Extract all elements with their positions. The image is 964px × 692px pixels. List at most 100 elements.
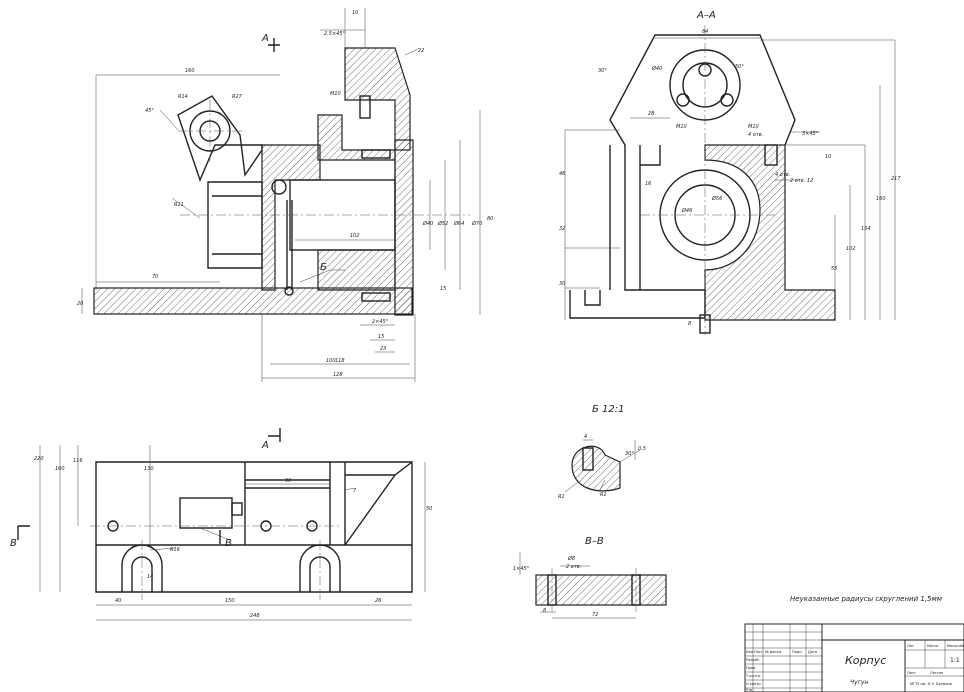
front-lever-arm — [177, 95, 263, 182]
section-vv-title: В–В — [585, 536, 604, 547]
dim-plan-8: 40 — [115, 598, 121, 604]
dim-detail-2: 0,5 — [638, 446, 646, 452]
detail-b-body — [571, 445, 621, 492]
dim-front-12: Ø64 — [453, 220, 464, 227]
dim-section-14: 32 — [559, 226, 565, 232]
tb-header-0: Изм — [746, 650, 753, 654]
tb-header-4: Дата — [808, 650, 817, 654]
aa-left-outline — [569, 34, 706, 319]
tb-role-2: Т.контр. — [745, 674, 761, 678]
plan-view: 220 160 116 130 50 7 R16 14 40 150 26 24… — [10, 428, 432, 621]
front-body-left-wall — [261, 144, 321, 291]
tb-sheets-label: Листов — [930, 671, 943, 675]
dim-front-5: 10 — [352, 10, 358, 16]
dim-front-4: 45° — [145, 108, 154, 114]
dim-plan-12: 90 — [285, 478, 291, 484]
tb-org: МГТУ им. Н.Э. Баумана — [910, 682, 952, 686]
cut-plane-a-bottom — [268, 428, 281, 442]
plan-outline — [95, 461, 413, 593]
dim-section-2: 50° — [735, 64, 744, 70]
dim-section-13: 46 — [559, 171, 565, 177]
dim-front-16: 118 — [335, 358, 345, 364]
dim-vv-2: 2 отв. — [566, 564, 581, 570]
dim-plan-11: 248 — [250, 613, 260, 619]
front-right-flange — [394, 139, 414, 316]
dim-front-9: M10 — [330, 91, 341, 97]
cut-v-left-label: В — [10, 538, 17, 549]
dim-detail-4: R1 — [600, 492, 607, 498]
cut-a-bottom-label: А — [261, 440, 269, 451]
dim-detail-3: R1 — [558, 494, 565, 500]
dim-plan-10: 26 — [375, 598, 381, 604]
dim-section-6: Ø46 — [681, 207, 692, 214]
plan-boss — [179, 497, 233, 529]
tb-role-3: Н.контр. — [746, 682, 762, 686]
dim-section-8: M10 — [748, 124, 759, 130]
dim-vv-0: 1×45° — [513, 566, 530, 572]
dim-front-3: R27 — [232, 94, 243, 100]
dim-front-7: 22 — [418, 48, 424, 54]
tb-header-2: № докум. — [765, 650, 782, 654]
dim-vv-1: Ø8 — [567, 555, 575, 562]
dim-front-8: R11 — [174, 202, 184, 208]
section-aa-view: А–А — [559, 10, 901, 335]
dim-section-7: Ø56 — [711, 195, 722, 202]
cut-v-right-label: В — [225, 538, 232, 549]
dim-plan-9: 150 — [225, 598, 235, 604]
dim-plan-7: 14 — [147, 574, 153, 580]
dim-section-12: 16 — [645, 181, 651, 187]
tb-right-1: Масса — [927, 644, 938, 648]
dim-front-15: 102 — [350, 233, 360, 239]
dim-section-4: 28 — [648, 111, 654, 117]
dim-section-22: 4 отв. — [775, 172, 790, 178]
dim-plan-4: 50 — [426, 506, 432, 512]
dim-front-11: Ø52 — [437, 220, 448, 227]
front-top-boss — [344, 47, 411, 151]
dim-section-17: 160 — [876, 196, 886, 202]
dim-section-23: 2 отв. 12 — [790, 178, 813, 184]
dim-section-10: 3×45° — [802, 131, 819, 137]
dim-section-16: 217 — [891, 176, 901, 182]
dim-plan-3: 130 — [144, 466, 154, 472]
dim-section-0: 84 — [702, 29, 708, 35]
dim-front-17: 128 — [333, 372, 343, 378]
tb-role-1: Пров. — [746, 666, 756, 670]
detail-b-view: Б 12:1 4 30° 0,5 R1 R1 — [558, 404, 646, 500]
tb-material: Чугун — [850, 679, 868, 686]
vv-plate — [535, 574, 667, 606]
dim-front-19: 20 — [77, 301, 83, 307]
section-aa-title: А–А — [696, 10, 716, 21]
dim-front-10: Ø40 — [422, 220, 433, 227]
dim-section-20: 55 — [831, 266, 837, 272]
dim-plan-0: 220 — [34, 456, 44, 462]
dim-front-18: 80 — [487, 216, 493, 222]
dim-front-14: 100 — [326, 358, 336, 364]
dim-plan-6: R16 — [170, 547, 180, 553]
tb-header-1: Лист — [754, 650, 763, 654]
dim-section-11: 10 — [825, 154, 831, 160]
dim-section-3: 30° — [598, 68, 607, 74]
dim-front-0: 160 — [185, 68, 195, 74]
aa-right-section — [704, 144, 836, 321]
dim-section-19: 102 — [846, 246, 856, 252]
cut-plane-a-top — [268, 38, 280, 52]
dim-front-2: R14 — [178, 94, 188, 100]
dim-vv-4: 72 — [592, 612, 598, 618]
tb-right-2: Масштаб — [947, 644, 964, 648]
section-vv-view: В–В 1×45° Ø8 2 отв. 8 72 — [513, 536, 667, 619]
dim-vv-3: 8 — [543, 608, 546, 614]
dim-front-13: Ø70 — [471, 220, 482, 227]
dim-section-5: M10 — [676, 124, 687, 130]
tb-sheet-label: Лист — [907, 671, 916, 675]
dim-plan-2: 116 — [73, 458, 83, 464]
dim-plan-5: 7 — [353, 488, 357, 494]
dim-front-20: 2×45° — [372, 319, 389, 325]
dim-plan-1: 160 — [55, 466, 65, 472]
dim-detail-1: 30° — [625, 451, 634, 457]
dim-front-1: 70 — [152, 274, 158, 280]
tb-role-0: Разраб. — [746, 658, 760, 662]
front-small-hole — [271, 179, 287, 195]
cut-plane-v-left — [17, 525, 30, 540]
front-left-cylinder — [207, 181, 263, 269]
